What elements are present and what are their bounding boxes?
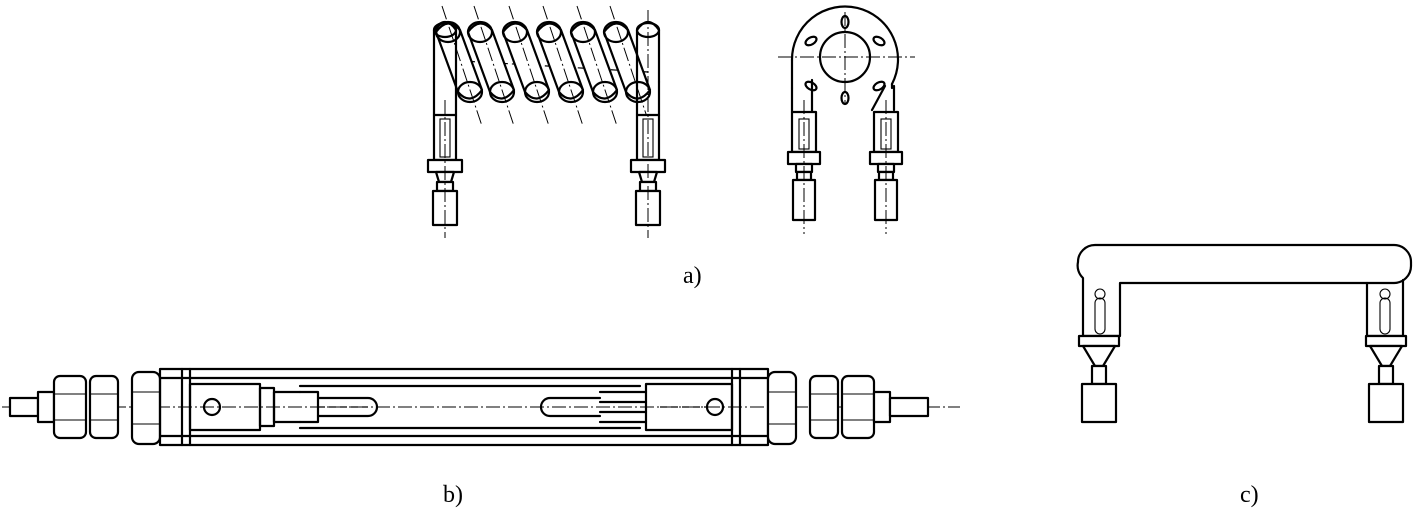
coil-turn-end [501,20,529,44]
coil-turn-end [488,80,516,104]
coil-turn-end [466,20,494,44]
coil-turn-axis [609,5,651,127]
coil-turn-axis [508,5,550,127]
coil-turn-end [535,20,563,44]
caption-c: c) [1240,482,1259,508]
coil-turn-axis [441,5,483,127]
coiled-element-front-view [426,5,667,238]
coil-turn-axis [542,5,584,127]
coil-turn-end [557,80,585,104]
right-terminal [629,10,667,238]
left-terminal [426,80,464,238]
coil-turn-end [456,80,484,104]
coil-left-leg-end [432,21,458,39]
straight-element-view [2,367,960,447]
u-shaped-element-view [1076,243,1413,424]
coil-turn-axis [576,5,618,127]
coiled-element-side-view [778,5,915,234]
coil-turn-end [602,20,630,44]
coil-turn-end [569,20,597,44]
coil-turn-axis [473,5,515,127]
caption-b: b) [443,482,463,508]
caption-a: a) [683,263,702,289]
coil-turn-end [523,80,551,104]
coil-turn-end [591,80,619,104]
